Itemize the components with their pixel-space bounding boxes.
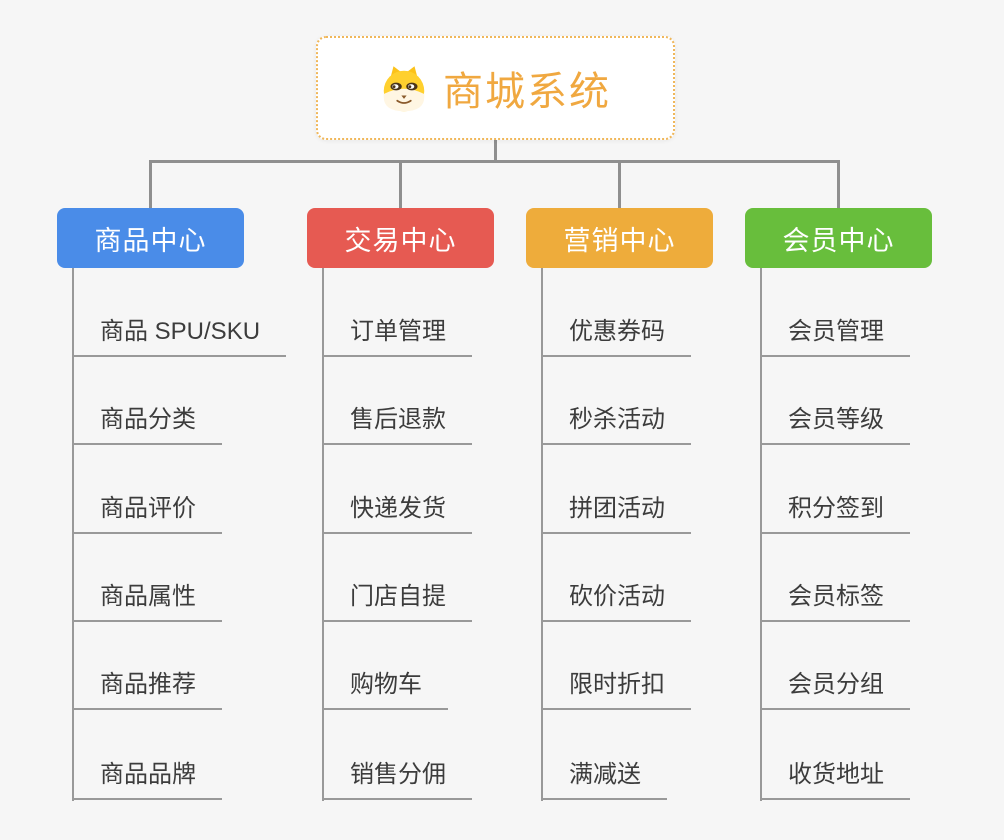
mindmap-node[interactable]: 商品推荐: [72, 669, 222, 710]
dog-face-icon: [383, 66, 425, 112]
root-title: 商城系统: [443, 70, 611, 114]
mindmap-node[interactable]: 砍价活动: [541, 581, 691, 622]
mindmap-node[interactable]: 商品品牌: [72, 759, 222, 800]
mindmap-node[interactable]: 门店自提: [322, 581, 472, 622]
branch-label: 交易中心: [344, 225, 457, 256]
branch-stub-line: [618, 160, 621, 208]
mindmap-node[interactable]: 售后退款: [322, 404, 472, 445]
branch-label: 营销中心: [563, 225, 676, 256]
branch-stub-line: [837, 160, 840, 208]
branch-stub-line: [399, 160, 402, 208]
mindmap-node[interactable]: 购物车: [322, 669, 448, 710]
root-trunk-line: [494, 138, 497, 163]
branch-label: 商品中心: [94, 225, 207, 256]
mindmap-node[interactable]: 限时折扣: [541, 669, 691, 710]
branch-trunk-line: [760, 268, 762, 801]
root-node[interactable]: 商城系统: [316, 36, 675, 140]
mindmap-node[interactable]: 订单管理: [322, 316, 472, 357]
branch-label: 会员中心: [782, 225, 895, 256]
branch-trunk-line: [322, 268, 324, 801]
mindmap-node[interactable]: 会员标签: [760, 581, 910, 622]
mindmap-node[interactable]: 商品评价: [72, 493, 222, 534]
mindmap-node[interactable]: 快递发货: [322, 493, 472, 534]
mindmap-node[interactable]: 拼团活动: [541, 493, 691, 534]
horizontal-connector-line: [149, 160, 840, 163]
mindmap-node[interactable]: 会员管理: [760, 316, 910, 357]
mindmap-node[interactable]: 商品属性: [72, 581, 222, 622]
mindmap-node[interactable]: 商品分类: [72, 404, 222, 445]
mindmap-node[interactable]: 销售分佣: [322, 759, 472, 800]
mindmap-node[interactable]: 优惠券码: [541, 316, 691, 357]
branch-header-marketing-center[interactable]: 营销中心: [526, 208, 713, 268]
branch-header-product-center[interactable]: 商品中心: [57, 208, 244, 268]
branch-header-member-center[interactable]: 会员中心: [745, 208, 932, 268]
branch-header-trade-center[interactable]: 交易中心: [307, 208, 494, 268]
mindmap-node[interactable]: 会员等级: [760, 404, 910, 445]
mindmap-node[interactable]: 会员分组: [760, 669, 910, 710]
branch-trunk-line: [541, 268, 543, 801]
mindmap-node[interactable]: 收货地址: [760, 759, 910, 800]
branch-stub-line: [149, 160, 152, 208]
branch-trunk-line: [72, 268, 74, 801]
mindmap-node[interactable]: 秒杀活动: [541, 404, 691, 445]
mindmap-node[interactable]: 积分签到: [760, 493, 910, 534]
mindmap-node[interactable]: 商品 SPU/SKU: [72, 316, 287, 357]
mindmap-node[interactable]: 满减送: [541, 759, 667, 800]
